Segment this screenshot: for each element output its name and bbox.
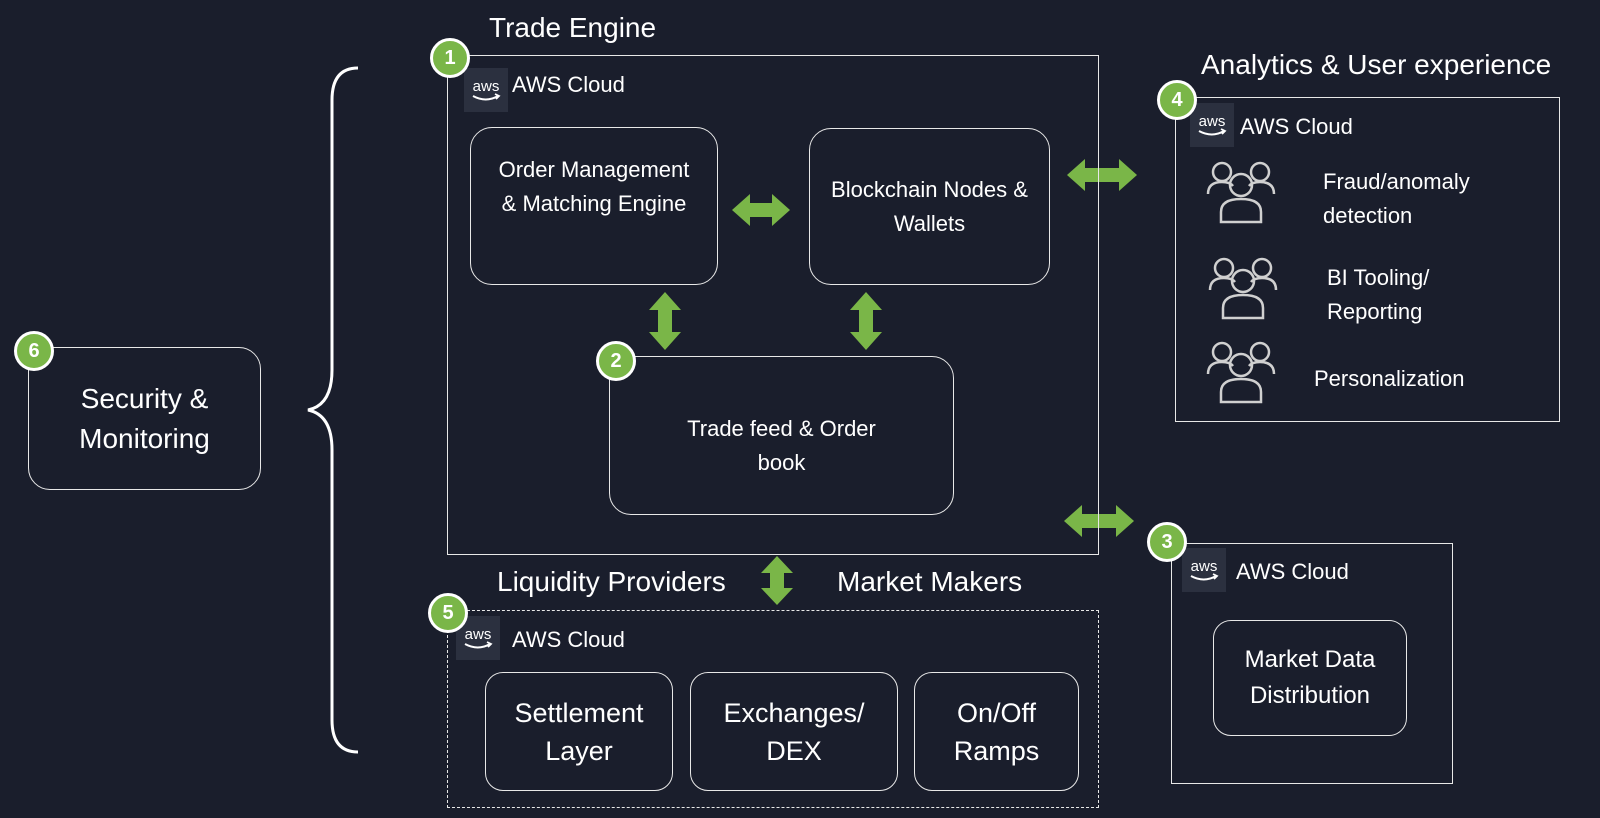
market-data-label: Market Data Distribution	[1244, 646, 1376, 709]
security-monitoring-label: Security & Monitoring	[79, 382, 210, 454]
order-management-label: Order Management & Matching Engine	[498, 157, 690, 216]
liquidity-cloud-box	[447, 610, 1099, 808]
settlement-layer-box: Settlement Layer	[485, 672, 673, 791]
aws-logo-icon: aws	[1190, 103, 1234, 147]
liquidity-providers-title: Liquidity Providers	[497, 566, 726, 597]
analytics-item-label: Personalization	[1314, 366, 1465, 391]
svg-text:aws: aws	[1191, 558, 1218, 575]
users-icon	[1208, 257, 1278, 320]
market-makers-title: Market Makers	[837, 566, 1023, 597]
arrow-engine-marketdata	[1064, 505, 1134, 537]
badge-6: 6	[14, 331, 54, 371]
exchanges-dex-label: Exchanges/ DEX	[723, 697, 865, 766]
users-icon	[1206, 161, 1276, 224]
blockchain-nodes-box: Blockchain Nodes & Wallets	[809, 128, 1050, 285]
arrow-om-blockchain	[732, 194, 790, 226]
svg-text:aws: aws	[473, 78, 500, 95]
aws-logo-icon: aws	[464, 68, 508, 112]
analytics-item-label: Fraud/anomaly detection	[1323, 169, 1470, 228]
trade-feed-box: Trade feed & Order book	[609, 356, 954, 515]
badge-1: 1	[430, 38, 470, 78]
svg-text:aws: aws	[465, 626, 492, 643]
users-icon	[1206, 341, 1276, 404]
analytics-title: Analytics & User experience	[1201, 49, 1552, 80]
security-monitoring-box: Security & Monitoring	[28, 347, 261, 490]
badge-4: 4	[1157, 80, 1197, 120]
badge-2: 2	[596, 341, 636, 381]
trade-engine-cloud-box	[447, 55, 1099, 555]
aws-logo-icon: aws	[1182, 548, 1226, 592]
arrow-blockchain-tradefeed	[850, 292, 882, 350]
svg-text:aws: aws	[1199, 113, 1226, 130]
on-off-ramps-label: On/Off Ramps	[953, 697, 1040, 766]
on-off-ramps-box: On/Off Ramps	[914, 672, 1079, 791]
analytics-cloud-box	[1175, 97, 1560, 422]
settlement-layer-label: Settlement Layer	[514, 697, 644, 766]
exchanges-dex-box: Exchanges/ DEX	[690, 672, 898, 791]
liquidity-cloud-label: AWS Cloud	[512, 627, 625, 652]
market-data-cloud-box	[1171, 543, 1453, 784]
blockchain-nodes-label: Blockchain Nodes & Wallets	[831, 176, 1028, 236]
arrow-engine-analytics	[1067, 159, 1137, 191]
badge-5: 5	[428, 593, 468, 633]
market-data-box: Market Data Distribution	[1213, 620, 1407, 736]
market-data-cloud-label: AWS Cloud	[1236, 559, 1349, 584]
badge-3: 3	[1147, 522, 1187, 562]
order-management-box: Order Management & Matching Engine	[470, 127, 718, 285]
analytics-cloud-label: AWS Cloud	[1240, 114, 1353, 139]
analytics-item-label: BI Tooling/ Reporting	[1327, 265, 1430, 324]
trade-engine-cloud-label: AWS Cloud	[512, 72, 625, 97]
arrow-om-tradefeed	[649, 292, 681, 350]
trade-engine-title: Trade Engine	[489, 12, 657, 43]
arrow-engine-liquidity	[761, 556, 793, 605]
trade-feed-label: Trade feed & Order book	[687, 415, 876, 475]
curly-brace	[307, 66, 359, 754]
